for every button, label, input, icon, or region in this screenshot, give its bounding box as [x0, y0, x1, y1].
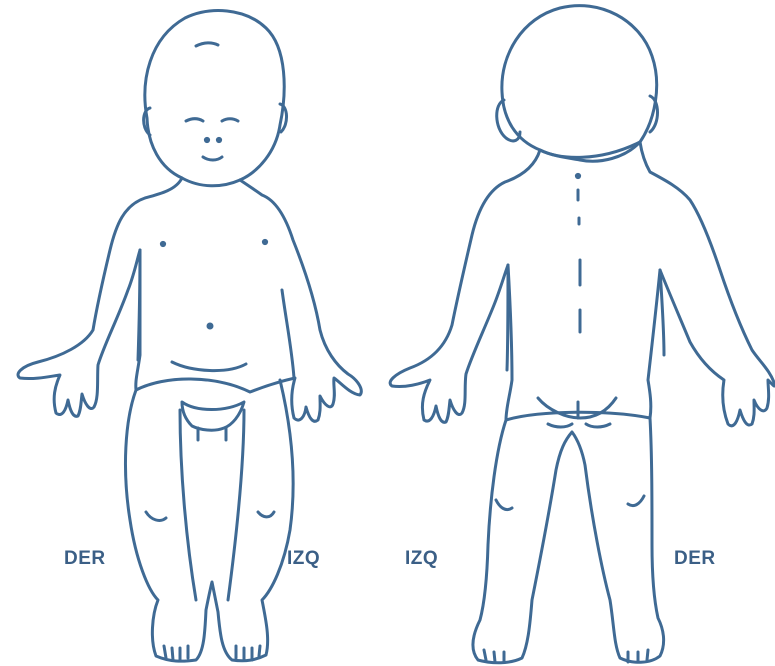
front-nipple-left	[263, 240, 266, 243]
front-left-side-label: IZQ	[287, 549, 320, 568]
front-knee-right	[146, 512, 166, 520]
front-mouth	[203, 157, 222, 160]
back-knee-left	[628, 496, 644, 506]
back-toes-right	[484, 650, 504, 662]
back-right-side-label: DER	[674, 549, 716, 568]
front-nostril-left	[217, 138, 220, 141]
back-inner-arm-right	[507, 265, 508, 370]
front-knee-left	[258, 512, 274, 517]
front-inner-leg-left	[228, 410, 244, 600]
front-eye-right	[186, 119, 203, 121]
front-eye-left	[222, 119, 238, 121]
back-legs-outline	[473, 418, 664, 663]
front-right-side-label: DER	[64, 549, 106, 568]
back-inner-arm-left	[660, 270, 664, 355]
front-torso-arms-outline	[18, 178, 361, 421]
back-head	[502, 6, 657, 162]
front-inner-arm-left	[282, 290, 294, 378]
front-diaper	[182, 402, 244, 430]
front-legs-outline	[125, 380, 293, 661]
back-left-side-label: IZQ	[405, 549, 438, 568]
back-buttock-folds	[548, 424, 610, 427]
back-spine-dot	[576, 174, 579, 177]
front-inner-leg-right	[180, 410, 196, 600]
back-torso-arms-outline	[390, 142, 775, 426]
front-toes-right	[164, 646, 188, 660]
back-spine	[578, 190, 580, 332]
front-inner-arm-right	[138, 250, 140, 360]
front-nipple-right	[161, 242, 164, 245]
front-belly-fold	[172, 362, 246, 371]
back-neck-line	[540, 142, 640, 157]
front-hair-tuft	[196, 43, 218, 46]
front-nostril-right	[205, 138, 208, 141]
back-view-figure	[390, 6, 775, 663]
back-knee-right	[496, 500, 512, 510]
front-navel	[208, 324, 212, 328]
